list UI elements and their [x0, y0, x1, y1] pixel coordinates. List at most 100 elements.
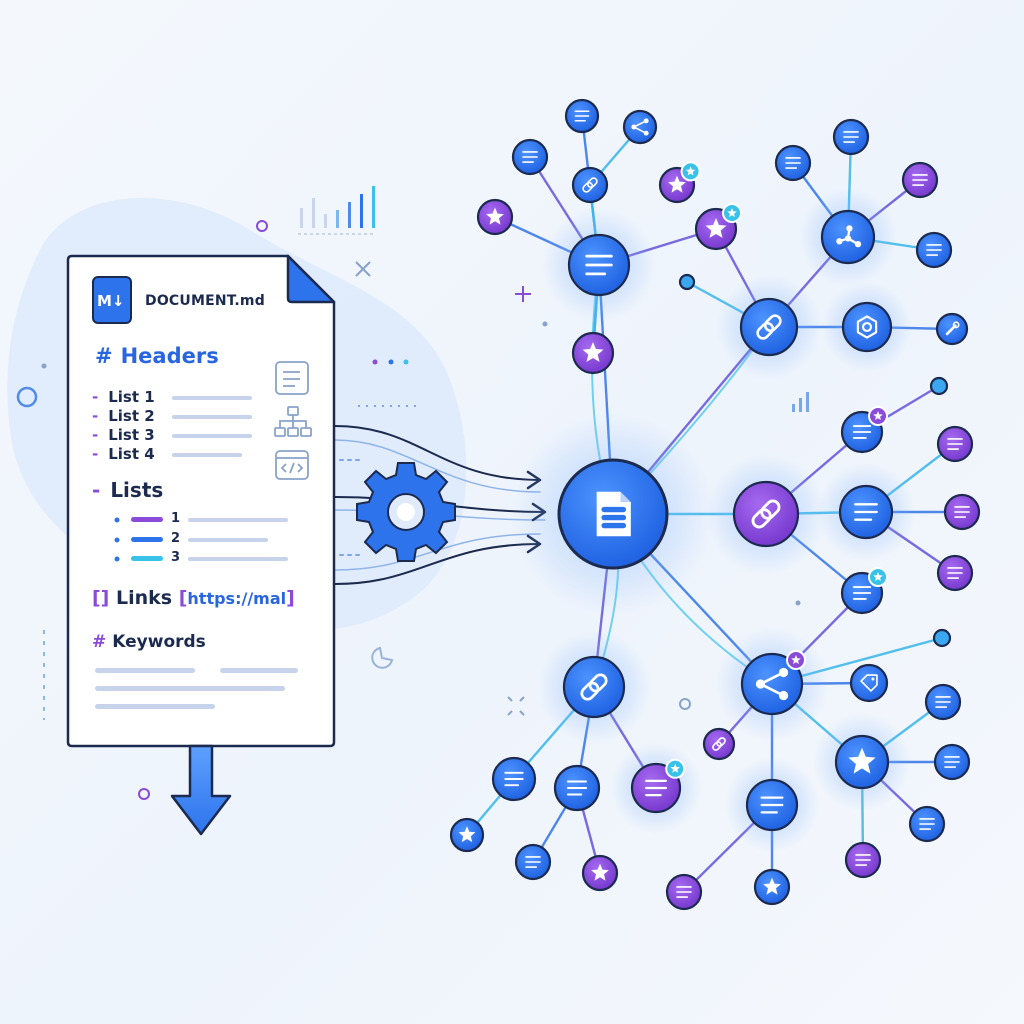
- graph-node: [537, 630, 651, 744]
- document-lines-icon: [947, 567, 963, 579]
- decorations: [16, 186, 809, 800]
- node-circle: [932, 628, 952, 648]
- list-item: -List 3: [92, 426, 155, 444]
- node-circle: [622, 109, 658, 145]
- graph-node: [798, 187, 898, 287]
- graph-node: [511, 138, 549, 176]
- node-circle: [678, 273, 696, 291]
- tag-icon: [860, 674, 878, 692]
- plus-icon: [515, 286, 531, 302]
- gear-icon: [356, 462, 456, 562]
- links-label: Links: [116, 587, 173, 609]
- document-icon: [596, 491, 631, 537]
- lists-heading: -Lists: [92, 478, 163, 502]
- document-lines-icon: [574, 110, 590, 122]
- document-lines-icon: [852, 586, 872, 600]
- list-item-label: List 4: [108, 445, 155, 463]
- graph-node: [924, 683, 962, 721]
- node-circle: [702, 727, 736, 761]
- star-icon: [458, 826, 476, 843]
- document-lines-icon: [760, 796, 784, 814]
- share-icon: [631, 118, 649, 136]
- sparkle-icon: [507, 696, 525, 716]
- star-icon: [705, 218, 727, 238]
- star-icon: [582, 342, 604, 362]
- links-url: https://mal: [187, 589, 287, 608]
- code-window-icon: [275, 450, 309, 480]
- ordered-number: 1: [171, 511, 181, 526]
- link-bracket: []: [92, 587, 110, 609]
- graph-node: [774, 144, 812, 182]
- close-icon: [355, 261, 371, 277]
- document-lines-icon: [504, 771, 524, 787]
- link-icon: [580, 673, 608, 701]
- node-circle: [562, 655, 626, 719]
- graph-node: [936, 425, 974, 463]
- list-item: -List 2: [92, 407, 155, 425]
- graph-node: [915, 231, 953, 269]
- link-icon: [756, 314, 782, 340]
- document-lines-icon: [935, 696, 951, 708]
- list-item: -List 1: [92, 388, 155, 406]
- down-arrow-icon: [170, 744, 232, 836]
- document-lines-icon: [525, 856, 541, 868]
- star-badge-icon: [786, 650, 806, 670]
- bar-chart-icon: [792, 392, 809, 412]
- keywords-label: Keywords: [112, 632, 206, 652]
- star-icon: [591, 863, 609, 881]
- graph-node: [715, 627, 829, 741]
- document-lines-icon: [522, 151, 538, 163]
- graph-node: [849, 663, 889, 703]
- document-title: DOCUMENT.md: [145, 293, 265, 309]
- list-marker: -: [92, 445, 99, 463]
- node-circle: [841, 301, 893, 353]
- list-item-label: List 1: [108, 388, 155, 406]
- graph-node: [514, 843, 552, 881]
- lists-heading-text: Lists: [110, 478, 164, 502]
- document-lines-icon: [585, 254, 613, 276]
- node-circle: [740, 652, 804, 716]
- link-icon: [582, 177, 598, 193]
- list-item-label: List 2: [108, 407, 155, 425]
- list-marker: -: [92, 388, 99, 406]
- graph-node: [491, 756, 537, 802]
- document-lines-icon: [566, 780, 588, 796]
- list-item: -List 4: [92, 445, 155, 463]
- keywords-line: #Keywords: [92, 632, 206, 652]
- graph-node: [812, 712, 912, 812]
- document-lines-icon: [926, 244, 942, 256]
- ordered-number: 3: [171, 550, 181, 565]
- star-badge-icon: [868, 567, 888, 587]
- hexagon-icon: [856, 315, 878, 339]
- node-circle: [849, 663, 889, 703]
- document-lines-icon: [852, 425, 872, 439]
- node-circle: [732, 480, 800, 548]
- headers-heading: #Headers: [95, 344, 219, 368]
- node-circle: [739, 297, 799, 357]
- markdown-badge: [92, 276, 132, 324]
- share-icon: [755, 667, 789, 701]
- network-icon: [836, 225, 862, 248]
- star-badge-icon: [665, 758, 686, 779]
- document-lines-icon: [854, 503, 878, 521]
- wrench-icon: [945, 321, 960, 336]
- graph-node: [715, 273, 823, 381]
- document-lines-icon: [645, 779, 667, 797]
- list-marker: -: [92, 426, 99, 444]
- graph-node: [935, 312, 969, 346]
- list-item-label: List 3: [108, 426, 155, 444]
- link-icon: [751, 499, 781, 529]
- links-line: [] Links [https://mal]: [92, 587, 295, 609]
- pie-icon: [371, 646, 394, 669]
- link-icon: [712, 737, 726, 751]
- graph-node: [936, 554, 974, 592]
- bar-chart-icon: [298, 186, 376, 235]
- circle-icon: [256, 220, 268, 232]
- list-marker: -: [92, 407, 99, 425]
- markdown-badge-label: M↓: [97, 292, 125, 310]
- graph-node: [564, 98, 600, 134]
- graph-node: [476, 198, 514, 236]
- graph-node: [702, 727, 736, 761]
